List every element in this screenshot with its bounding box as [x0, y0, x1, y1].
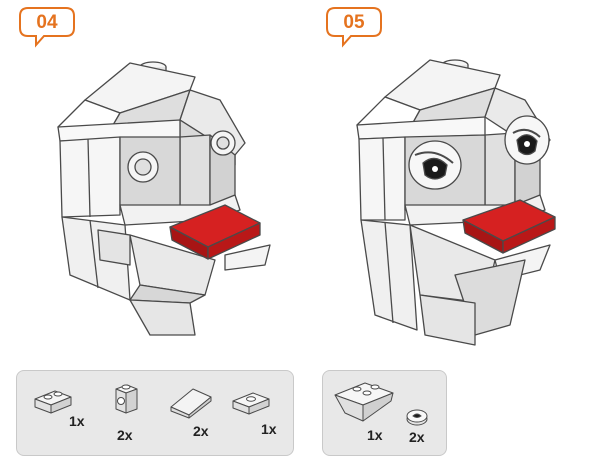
- part-qty: 1x: [69, 413, 85, 429]
- brick-1x1-stud-side-icon: [115, 384, 138, 414]
- step-04-parts-panel: 1x 2x 2x 1x: [16, 370, 294, 456]
- part-qty: 2x: [409, 429, 425, 445]
- slope-brick-icon: [170, 388, 212, 419]
- step-04-badge: 04: [18, 6, 76, 48]
- step-number: 04: [36, 12, 58, 33]
- round-eye-tile-icon: [406, 409, 428, 426]
- part-qty: 1x: [367, 427, 383, 443]
- part-qty: 2x: [193, 423, 209, 439]
- plate-1x2-brick-icon: [34, 390, 72, 414]
- step-05-model-illustration: [356, 59, 556, 346]
- jumper-plate-icon: [232, 392, 270, 415]
- step-05-badge: 05: [325, 6, 383, 48]
- part-qty: 1x: [261, 421, 277, 437]
- speech-bubble-icon: [19, 7, 75, 48]
- inverted-slope-brick-icon: [334, 382, 394, 422]
- step-05-parts-panel: 1x 2x: [322, 370, 447, 456]
- part-qty: 2x: [117, 427, 133, 443]
- step-number: 05: [343, 12, 365, 33]
- step-04-model-illustration: [57, 61, 271, 336]
- speech-bubble-icon: [326, 7, 382, 48]
